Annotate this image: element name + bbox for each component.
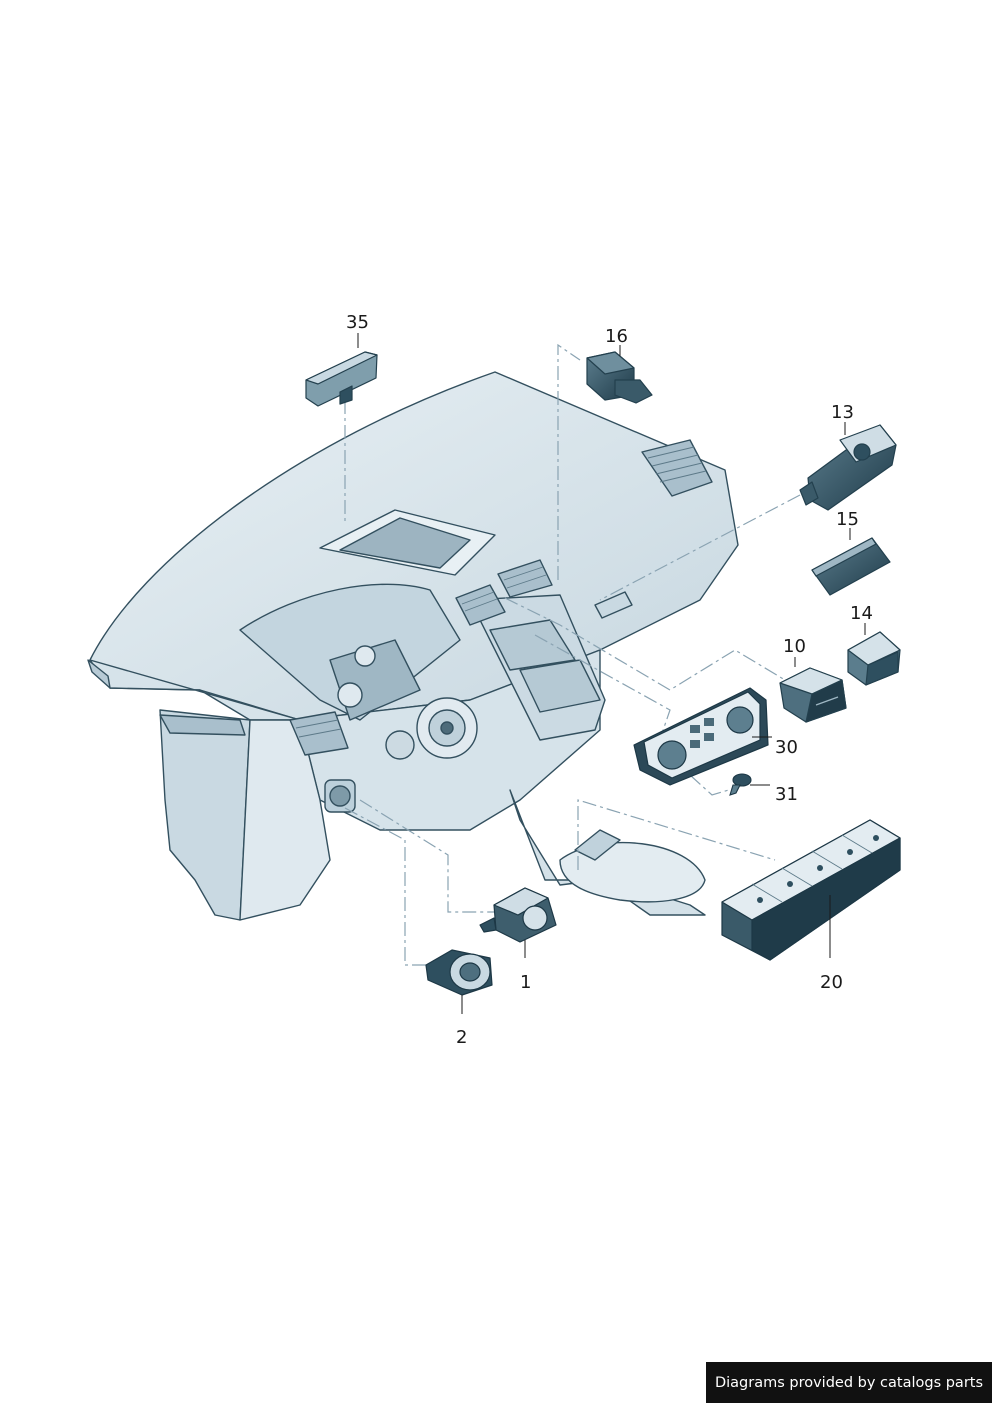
part-35-switch	[305, 351, 378, 407]
part-16-switch	[586, 351, 653, 404]
callout-13: 13	[831, 402, 854, 423]
callout-14: 14	[850, 603, 873, 624]
footer-credit-badge: Diagrams provided by catalogs parts	[706, 1362, 992, 1403]
part-20-switch-module	[721, 819, 901, 961]
callout-20: 20	[820, 972, 843, 993]
part-10-switch	[779, 667, 847, 723]
dashboard-panel	[87, 371, 739, 921]
part-31-screw	[729, 773, 752, 796]
part-13-switch	[799, 424, 897, 511]
part-1-headlight-switch	[479, 887, 557, 943]
callout-16: 16	[605, 326, 628, 347]
callout-31: 31	[775, 784, 798, 805]
callout-2: 2	[456, 1027, 468, 1048]
footer-credit-text: Diagrams provided by catalogs parts	[714, 1374, 984, 1391]
callout-15: 15	[836, 509, 859, 530]
part-14-switch	[847, 631, 901, 686]
callout-35: 35	[346, 312, 369, 333]
part-2-switch	[425, 949, 493, 996]
callout-1: 1	[520, 972, 532, 993]
callout-10: 10	[783, 636, 806, 657]
part-30-climate-control	[633, 687, 769, 786]
callout-30: 30	[775, 737, 798, 758]
callout-ticks	[357, 333, 866, 1014]
part-15-blank-cover	[811, 537, 891, 596]
